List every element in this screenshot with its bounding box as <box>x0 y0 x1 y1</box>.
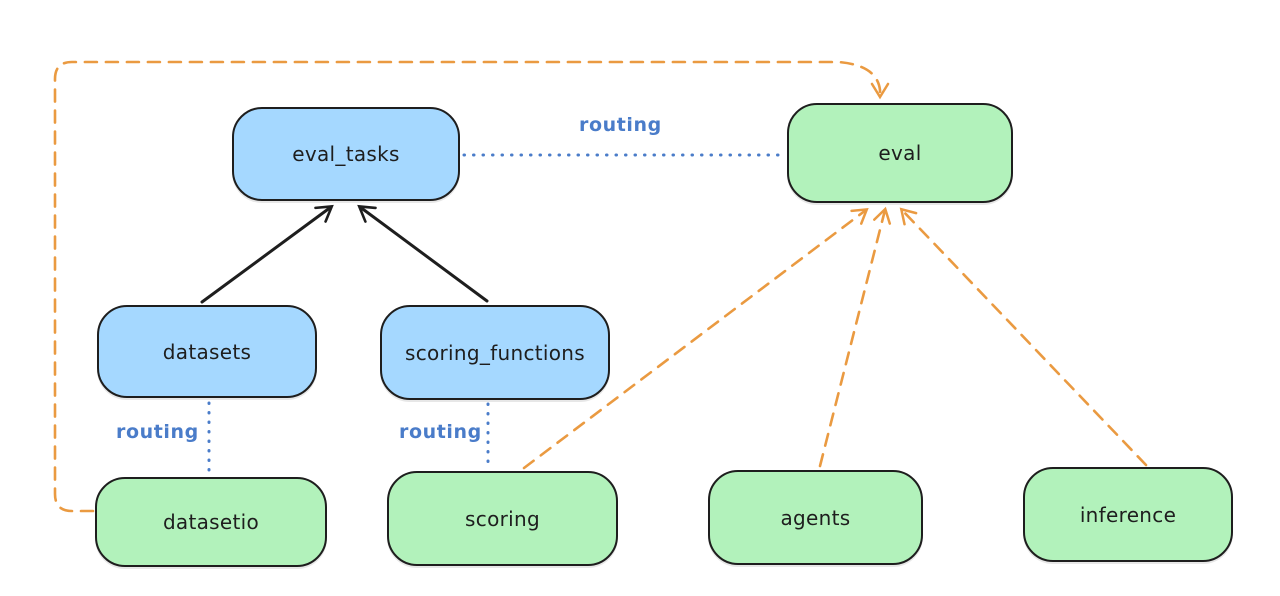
node-eval-tasks-label: eval_tasks <box>292 142 400 166</box>
edge-datasets-to-eval-tasks <box>200 204 334 304</box>
node-datasets-label: datasets <box>162 339 252 364</box>
node-scoring-functions: scoring_functions <box>380 305 610 400</box>
edge-label-routing-datasetio: routing <box>116 421 199 443</box>
edge-label-routing-eval: routing <box>579 114 662 136</box>
node-datasets: datasets <box>97 305 317 398</box>
node-datasetio-label: datasetio <box>162 510 260 534</box>
edge-inference-to-eval <box>899 207 1148 467</box>
edge-label-routing-scoring: routing <box>399 421 482 443</box>
node-agents: agents <box>708 470 923 565</box>
node-inference: inference <box>1023 467 1233 562</box>
edge-datasetio-to-eval <box>53 60 890 513</box>
node-inference-label: inference <box>1079 502 1177 527</box>
node-agents-label: agents <box>780 505 851 530</box>
edge-scoring-functions-to-eval-tasks <box>357 204 489 303</box>
node-scoring-functions-label: scoring_functions <box>404 340 586 365</box>
node-eval-label: eval <box>878 141 922 165</box>
node-scoring: scoring <box>387 471 618 566</box>
node-datasetio: datasetio <box>95 477 327 567</box>
node-eval: eval <box>787 103 1013 203</box>
edge-agents-to-eval <box>818 206 892 468</box>
node-eval-tasks: eval_tasks <box>232 107 460 201</box>
node-scoring-label: scoring <box>465 506 540 531</box>
edge-scoring-to-eval <box>522 207 869 470</box>
